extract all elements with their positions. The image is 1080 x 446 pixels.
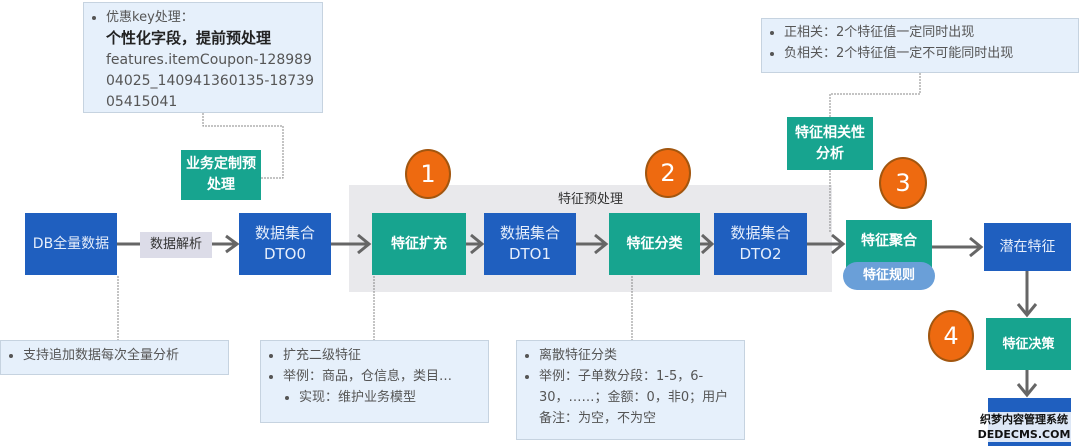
coupon-note-prefix: 优惠key处理：: [106, 10, 194, 25]
correlation-note-item: 负相关：2个特征值一定不可能同时出现: [784, 43, 1072, 64]
arrow-latent-decision: [1016, 271, 1038, 318]
dto1-label: 数据集合: [499, 224, 560, 242]
step-2-badge: 2: [645, 148, 691, 198]
coupon-note-bold: 个性化字段，提前预处理: [106, 29, 272, 47]
correlation-node: 特征相关性分析: [787, 117, 873, 170]
arrow-dto2-aggregate: [807, 233, 846, 255]
arrow-decision-next: [1016, 370, 1038, 398]
coupon-note: 优惠key处理： 个性化字段，提前预处理 features.itemCoupon-1…: [83, 2, 323, 113]
classify-note-item: 离散特征分类: [539, 345, 738, 366]
aggregate-node: 特征聚合: [846, 220, 932, 270]
latent-node: 潜在特征: [984, 223, 1071, 271]
classify-node: 特征分类: [609, 213, 700, 275]
connector-correlation: [829, 73, 921, 117]
expand-note-subitem: 实现：维护业务模型: [299, 387, 482, 408]
step-4-badge: 4: [928, 310, 974, 362]
watermark: 织梦内容管理系统 DEDECMS.COM: [968, 412, 1080, 442]
expand-note-item: 举例：商品，仓信息，类目…: [283, 366, 482, 387]
classify-note-item: 举例：子单数分段：1-5，6-30，……；金额：0，非0；用户备注：为空，不为空: [539, 366, 738, 429]
arrow-expand-dto1: [466, 233, 485, 255]
arrow-aggregate-latent: [932, 236, 984, 258]
arrow-dto1-classify: [576, 233, 609, 255]
step-3-badge: 3: [879, 157, 927, 209]
rule-pill: 特征规则: [843, 262, 935, 290]
arrow-parse-dto0: [212, 234, 240, 254]
step-1-badge: 1: [405, 149, 451, 199]
arrow-dto0-expand: [331, 233, 372, 255]
dto2-node: 数据集合 DTO2: [714, 213, 807, 275]
expand-node: 特征扩充: [372, 213, 466, 275]
preprocess-panel-title: 特征预处理: [557, 192, 623, 207]
dto1-name: DTO1: [508, 245, 552, 263]
dto0-label: 数据集合: [254, 224, 315, 242]
expand-note: 扩充二级特征举例：商品，仓信息，类目… 实现：维护业务模型: [260, 340, 489, 423]
classify-note: 离散特征分类举例：子单数分段：1-5，6-30，……；金额：0，非0；用户备注：…: [516, 340, 745, 440]
dto0-name: DTO0: [263, 245, 307, 263]
db-note: 支持追加数据每次全量分析: [0, 340, 229, 375]
coupon-note-detail: features.itemCoupon-12898904025_14094136…: [106, 52, 315, 110]
db-note-item: 支持追加数据每次全量分析: [23, 345, 222, 366]
arrow-classify-dto2: [700, 233, 715, 255]
watermark-line: 织梦内容管理系统: [980, 413, 1068, 426]
watermark-line: DEDECMS.COM: [977, 428, 1071, 441]
custom-preprocess-node: 业务定制预处理: [181, 150, 261, 200]
dto2-label: 数据集合: [730, 224, 791, 242]
connector-coupon: [202, 113, 284, 179]
dto0-node: 数据集合 DTO0: [239, 213, 331, 275]
dto1-node: 数据集合 DTO1: [484, 213, 576, 275]
correlation-note-item: 正相关：2个特征值一定同时出现: [784, 22, 1072, 43]
correlation-note: 正相关：2个特征值一定同时出现负相关：2个特征值一定不可能同时出现: [761, 18, 1079, 73]
db-node: DB全量数据: [25, 213, 117, 275]
parse-label: 数据解析: [140, 232, 212, 258]
dto2-name: DTO2: [739, 245, 782, 263]
decision-node: 特征决策: [986, 318, 1071, 370]
expand-note-item: 扩充二级特征: [283, 345, 482, 366]
